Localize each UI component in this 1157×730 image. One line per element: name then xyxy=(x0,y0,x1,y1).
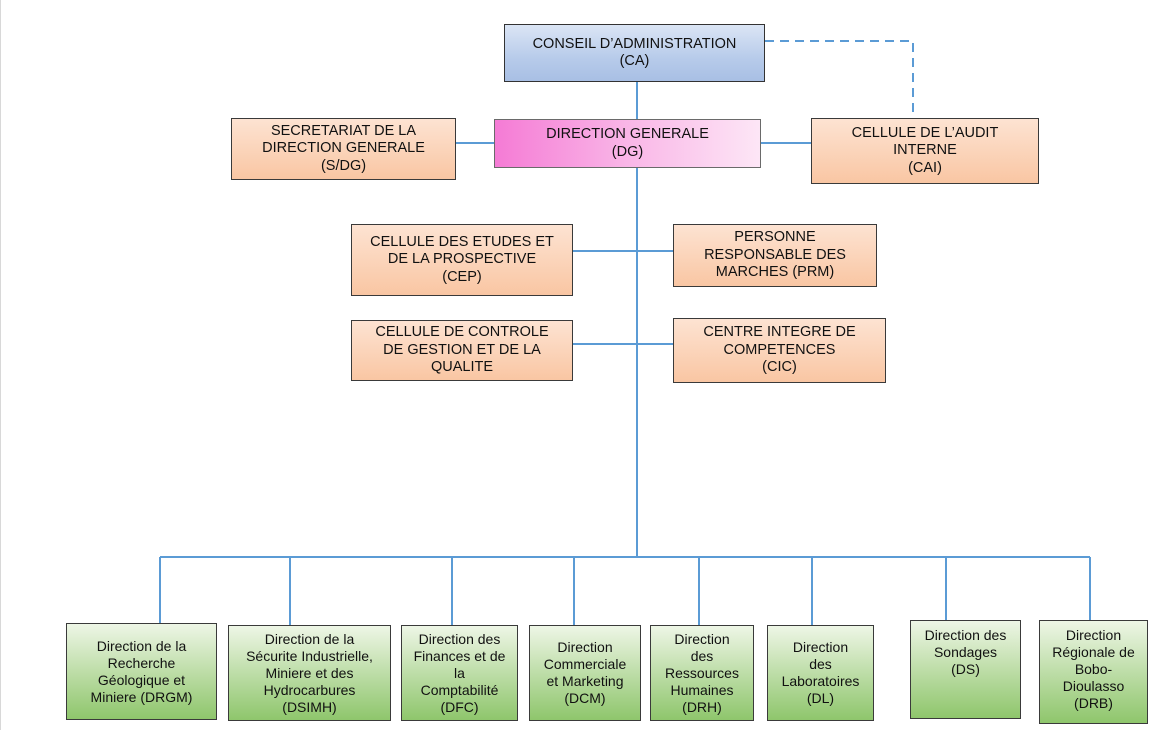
node-direction-dcm: Direction Commerciale et Marketing (DCM) xyxy=(529,625,641,721)
node-cellule-etudes-prospective: CELLULE DES ETUDES ET DE LA PROSPECTIVE … xyxy=(351,224,573,296)
page-left-edge xyxy=(0,0,1,730)
node-direction-dfc: Direction des Finances et de la Comptabi… xyxy=(401,625,518,721)
node-cellule-audit-interne: CELLULE DE L’AUDIT INTERNE (CAI) xyxy=(811,118,1039,184)
node-secretariat-direction-generale: SECRETARIAT DE LA DIRECTION GENERALE (S/… xyxy=(231,118,456,180)
node-direction-drh: Direction des Ressources Humaines (DRH) xyxy=(650,625,754,721)
node-direction-drb: Direction Régionale de Bobo- Dioulasso (… xyxy=(1039,620,1148,724)
node-centre-integre-competences: CENTRE INTEGRE DE COMPETENCES (CIC) xyxy=(673,318,886,383)
node-direction-generale: DIRECTION GENERALE (DG) xyxy=(494,119,761,168)
node-direction-drgm: Direction de la Recherche Géologique et … xyxy=(66,623,217,720)
node-direction-ds: Direction des Sondages (DS) xyxy=(910,620,1021,719)
connector-lines xyxy=(159,82,1091,625)
line-ca-cai-dashed xyxy=(765,40,914,118)
node-direction-dsimh: Direction de la Sécurite Industrielle, M… xyxy=(228,625,391,721)
node-cellule-controle-gestion-qualite: CELLULE DE CONTROLE DE GESTION ET DE LA … xyxy=(351,320,573,381)
node-conseil-administration: CONSEIL D’ADMINISTRATION (CA) xyxy=(504,24,765,82)
node-personne-responsable-marches: PERSONNE RESPONSABLE DES MARCHES (PRM) xyxy=(673,224,877,287)
node-direction-dl: Direction des Laboratoires (DL) xyxy=(767,625,874,721)
